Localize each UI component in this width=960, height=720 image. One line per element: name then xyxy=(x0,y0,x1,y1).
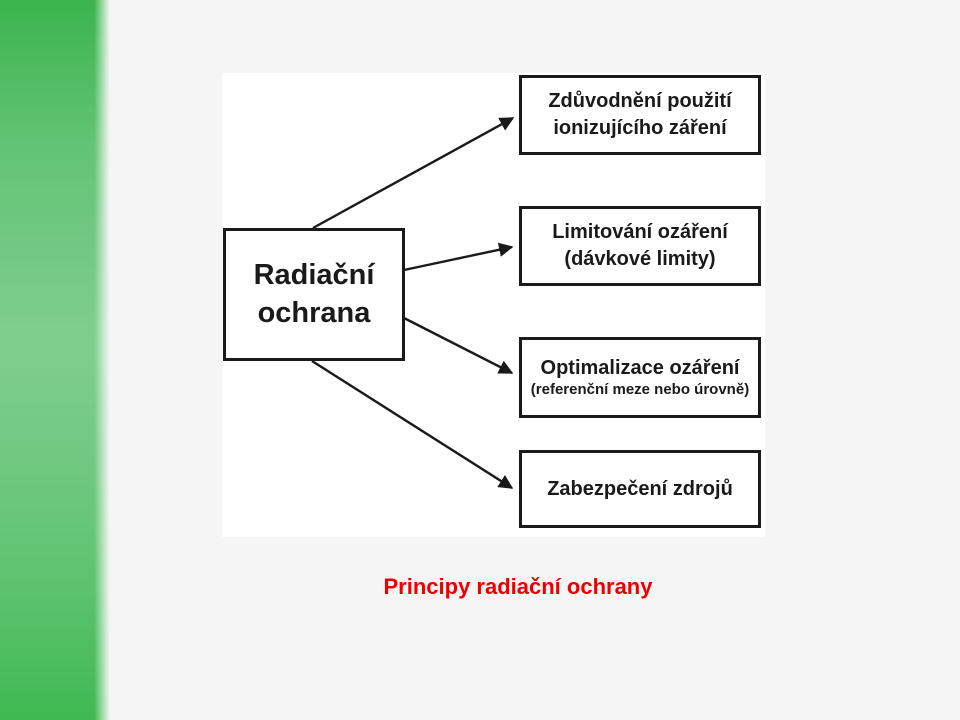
box-label-line1: Zabezpečení zdrojů xyxy=(547,477,733,500)
arrow-to-justification-box xyxy=(312,116,515,230)
box-label-line2: (dávkové limity) xyxy=(564,248,716,270)
arrow-to-security-box xyxy=(311,359,514,490)
box-label-line2: (referenční meze nebo úrovně) xyxy=(530,381,750,399)
box-security-of-sources: Zabezpečení zdrojů xyxy=(519,450,761,528)
box-optimization-of-exposure: Optimalizace ozáření (referenční meze ne… xyxy=(519,337,761,418)
slide-caption: Principy radiační ochrany xyxy=(383,574,653,599)
box-label-line1: Optimalizace ozáření xyxy=(540,356,740,379)
main-box-label-line2: ochrana xyxy=(257,296,371,329)
box-label-line1: Zdůvodnění použití xyxy=(548,90,732,113)
main-box-label-line1: Radiační xyxy=(253,259,375,292)
main-box-radiation-protection: Radiační ochrana xyxy=(223,228,405,361)
box-justification-of-use: Zdůvodnění použití ionizujícího záření xyxy=(519,75,761,155)
box-label-line2: ionizujícího záření xyxy=(553,117,727,139)
connector-arrows xyxy=(311,116,515,490)
box-label-line1: Limitování ozáření xyxy=(552,221,728,244)
green-gradient-sidebar xyxy=(0,0,110,720)
arrow-to-optimization-box xyxy=(403,316,514,375)
radiation-protection-diagram: Radiační ochrana Zdůvodnění použití ioni… xyxy=(222,73,765,537)
box-limitation-of-exposure: Limitování ozáření (dávkové limity) xyxy=(519,206,761,286)
arrow-to-limitation-box xyxy=(403,242,514,272)
